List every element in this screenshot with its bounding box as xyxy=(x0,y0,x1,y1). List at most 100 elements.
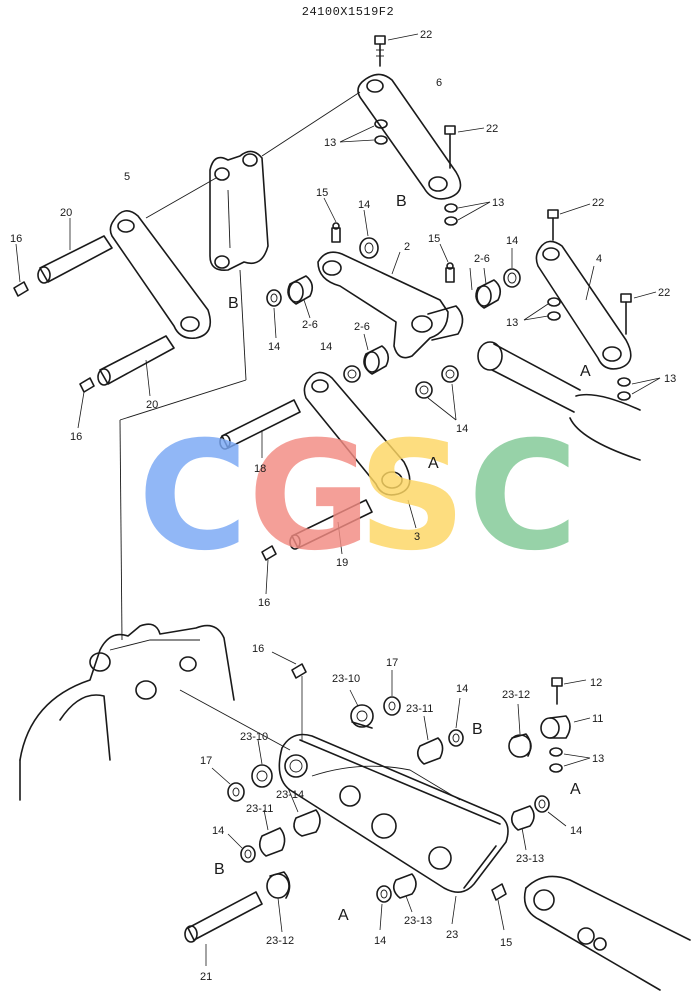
bolt-22-link4-top xyxy=(547,209,559,241)
callout-15: 15 xyxy=(428,233,440,245)
bushing-2-6-b xyxy=(475,279,502,309)
callout-4: 4 xyxy=(596,253,602,265)
callout-19: 19 xyxy=(336,557,348,569)
callout-14: 14 xyxy=(374,935,386,947)
callout-13: 13 xyxy=(592,753,604,765)
callout-23-10: 23-10 xyxy=(240,731,268,743)
bushing-23-11-a xyxy=(416,737,444,765)
arm xyxy=(523,875,691,991)
callout-5: 5 xyxy=(124,171,130,183)
callout-15: 15 xyxy=(316,187,328,199)
bushing-2-6-c xyxy=(363,345,390,375)
link-4 xyxy=(535,240,632,370)
bolt-12 xyxy=(551,677,563,705)
pin-20-lower xyxy=(97,335,175,386)
callout-23-12: 23-12 xyxy=(266,935,294,947)
callout-23-13: 23-13 xyxy=(404,915,432,927)
bushing-23-10-b xyxy=(251,764,273,788)
callout-22: 22 xyxy=(420,29,432,41)
washer-14-f xyxy=(441,365,459,383)
callout-11: 11 xyxy=(592,713,603,725)
grease-fitting-16-d xyxy=(291,663,307,679)
bushing-23-13-b xyxy=(392,873,417,899)
callout-6: 6 xyxy=(436,77,442,89)
callout-23: 23 xyxy=(446,929,458,941)
nuts-13-b xyxy=(444,203,458,226)
bushing-23-12-b xyxy=(266,871,291,899)
watermark-letter-c2: C xyxy=(468,410,578,584)
callout-23-11: 23-11 xyxy=(246,803,273,815)
callout-17: 17 xyxy=(200,755,212,767)
washer-14-i xyxy=(534,795,550,813)
callout-13: 13 xyxy=(506,317,518,329)
washer-14-c xyxy=(266,289,282,307)
nuts-13-a xyxy=(374,119,388,145)
callout-a: A xyxy=(580,363,591,380)
callout-12: 12 xyxy=(590,677,602,689)
washer-17-b xyxy=(227,782,245,802)
pin-19 xyxy=(289,499,373,550)
callout-3: 3 xyxy=(414,531,420,543)
callout-13: 13 xyxy=(664,373,676,385)
watermark-letter-g: G xyxy=(248,410,371,584)
bucket xyxy=(19,623,235,801)
callout-17: 17 xyxy=(386,657,398,669)
callout-15: 15 xyxy=(500,937,512,949)
callout-14: 14 xyxy=(268,341,280,353)
callout-16: 16 xyxy=(10,233,22,245)
bushing-2-6-a xyxy=(287,275,314,305)
grease-fitting-16-a xyxy=(13,281,29,297)
callout-23-10: 23-10 xyxy=(332,673,360,685)
bushing-23-12-a xyxy=(508,733,532,758)
bushing-23-11-b xyxy=(258,827,286,857)
nuts-13-e xyxy=(549,747,563,773)
link-3 xyxy=(303,371,411,496)
callout-16: 16 xyxy=(258,597,270,609)
grease-fitting-15-b xyxy=(445,262,455,283)
callout-2-6: 2-6 xyxy=(474,253,490,265)
callout-a: A xyxy=(338,907,349,924)
grease-fitting-16-b xyxy=(79,377,95,393)
pin-20-upper xyxy=(37,235,113,284)
callout-b: B xyxy=(214,861,225,878)
callout-b: B xyxy=(228,295,239,312)
callout-14: 14 xyxy=(320,341,332,353)
bushing-23-14 xyxy=(293,809,321,837)
callout-a: A xyxy=(428,455,439,472)
washer-14-a xyxy=(359,237,379,259)
callout-22: 22 xyxy=(658,287,670,299)
callout-b: B xyxy=(396,193,407,210)
washer-14-b xyxy=(503,268,521,288)
grease-fitting-16-c xyxy=(261,545,277,561)
watermark-letter-c1: C xyxy=(138,410,248,584)
callout-23-14: 23-14 xyxy=(276,789,304,801)
washer-14-d xyxy=(343,365,361,383)
washer-14-g xyxy=(448,729,464,747)
callout-16: 16 xyxy=(252,643,264,655)
watermark-letter-s: S xyxy=(358,410,466,584)
hydraulic-cylinder xyxy=(477,341,641,461)
bolt-22-link6 xyxy=(444,125,456,169)
spacer-11 xyxy=(540,715,571,739)
callout-14: 14 xyxy=(456,683,468,695)
link-5 xyxy=(109,210,212,340)
washer-14-j xyxy=(376,885,392,903)
pin-21 xyxy=(184,891,263,943)
callout-22: 22 xyxy=(592,197,604,209)
callout-13: 13 xyxy=(492,197,504,209)
callout-16: 16 xyxy=(70,431,82,443)
callout-23-12: 23-12 xyxy=(502,689,530,701)
pin-18 xyxy=(219,399,301,450)
bushing-23-10-a xyxy=(350,704,374,729)
callout-labels: 22 6 13 22 B 13 22 5 20 16 B 15 14 2 15 … xyxy=(10,29,676,983)
callout-14: 14 xyxy=(506,235,518,247)
callout-a: A xyxy=(570,781,581,798)
callout-23-11: 23-11 xyxy=(406,703,433,715)
nuts-13-d xyxy=(617,377,631,401)
drawing-number: 24100X1519F2 xyxy=(302,5,394,19)
bushing-23-13-a xyxy=(510,805,535,831)
bolt-22-link4-bottom xyxy=(620,293,632,335)
bolt-22-top xyxy=(374,35,386,67)
callout-14: 14 xyxy=(570,825,582,837)
